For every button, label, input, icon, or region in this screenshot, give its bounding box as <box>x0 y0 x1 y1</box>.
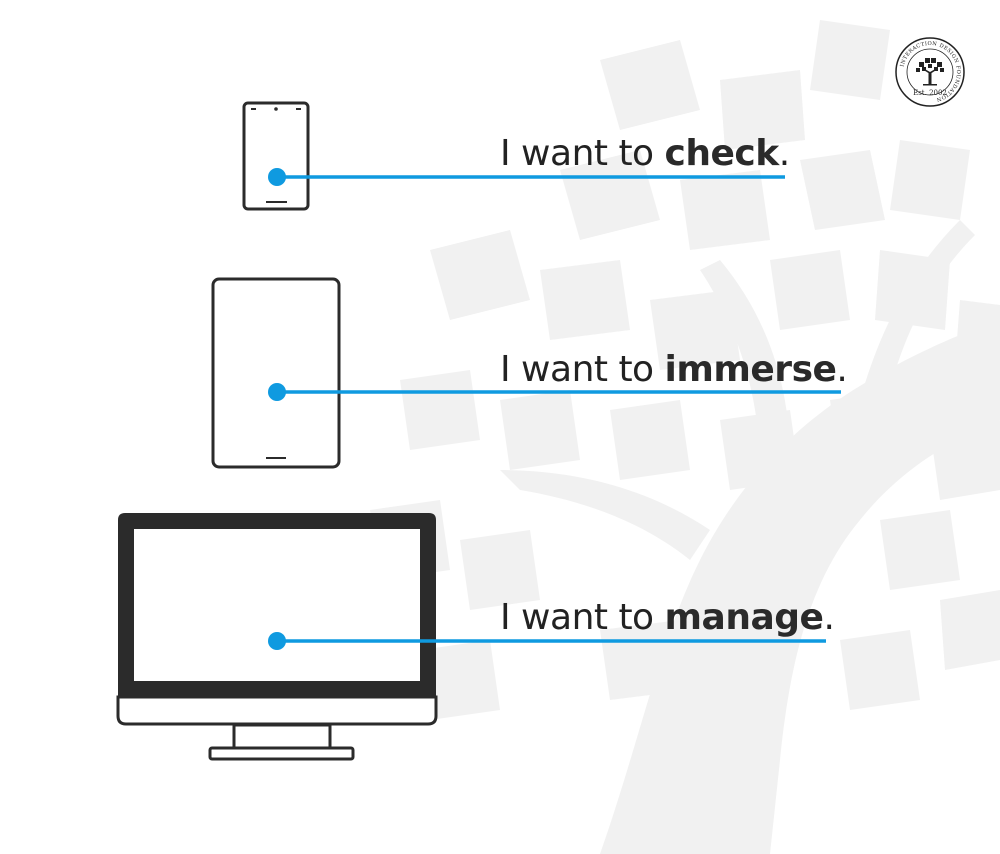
logo-est-text: Est. 2002 <box>913 89 947 97</box>
caption-prefix: I want to <box>500 349 665 390</box>
connector-desktop <box>268 632 826 650</box>
smartphone-icon <box>242 101 310 211</box>
connector-phone <box>268 168 785 186</box>
foundation-logo-icon: INTERACTION DESIGN FOUNDATION Est. 2002 <box>894 36 966 108</box>
caption-manage: I want to manage. <box>500 597 835 638</box>
caption-emphasis: check <box>664 133 780 174</box>
tablet-icon <box>211 277 341 469</box>
connector-tablet <box>268 383 841 401</box>
caption-prefix: I want to <box>500 133 665 174</box>
caption-emphasis: manage <box>664 597 824 638</box>
caption-suffix: . <box>823 597 835 638</box>
caption-prefix: I want to <box>500 597 665 638</box>
tree-watermark-icon <box>370 20 1000 854</box>
caption-check: I want to check. <box>500 136 790 172</box>
caption-suffix: . <box>778 133 790 174</box>
caption-immerse: I want to immerse. <box>500 349 848 390</box>
desktop-monitor-icon <box>116 513 438 761</box>
caption-emphasis: immerse <box>664 349 837 390</box>
caption-suffix: . <box>836 349 848 390</box>
